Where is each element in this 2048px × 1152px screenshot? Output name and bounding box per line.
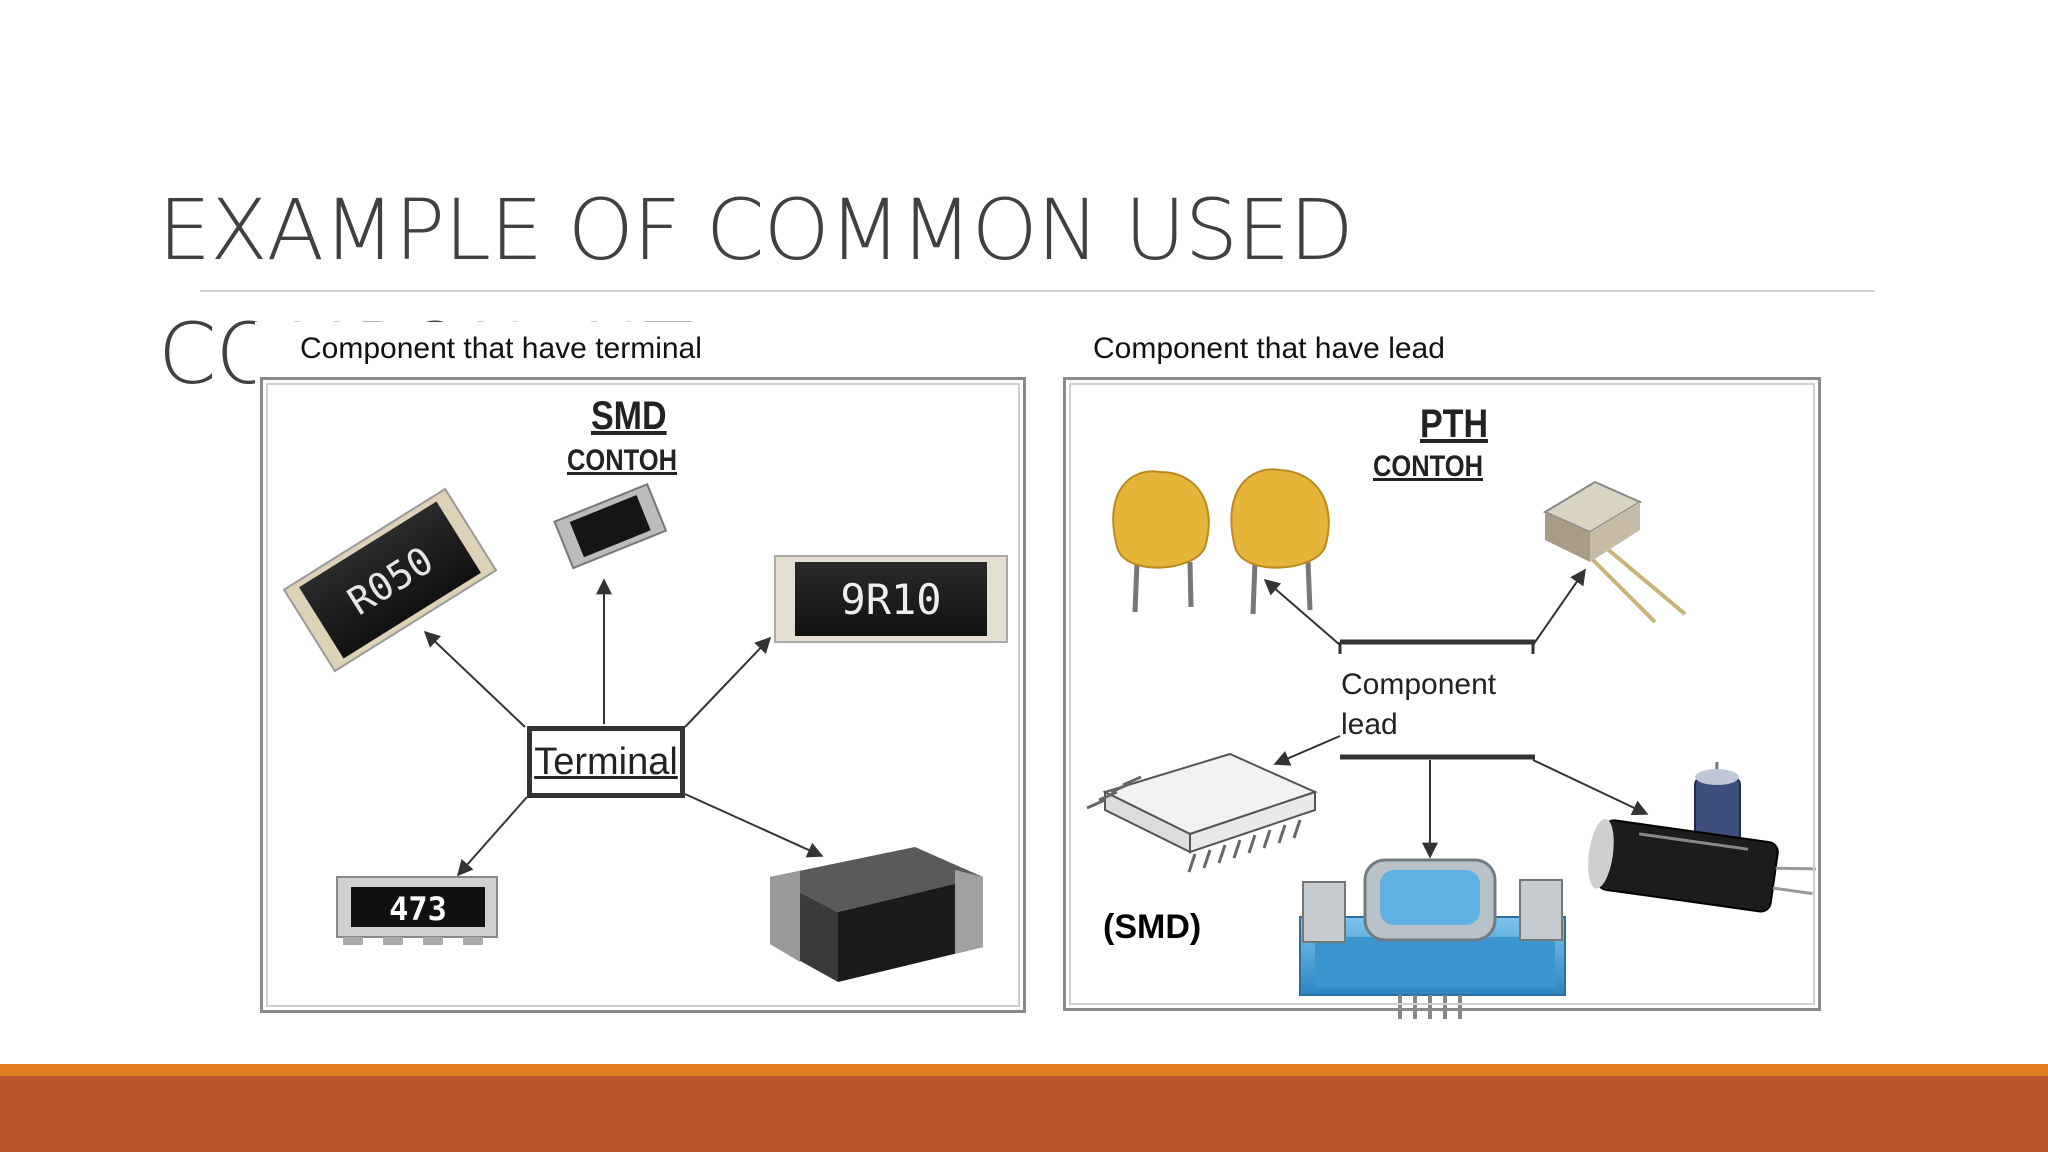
pth-panel (1063, 377, 1821, 1011)
smd-ic-chip (1086, 752, 1318, 873)
ceramic-capacitor-1 (1112, 470, 1210, 613)
terminal-label-box: Terminal (527, 726, 685, 798)
small-smd-chip (553, 482, 668, 570)
footer-accent-bar (0, 1064, 2048, 1076)
smd-note-label: (SMD) (1103, 908, 1202, 946)
title-divider (200, 290, 1875, 292)
9r10-marking: 9R10 (840, 575, 941, 624)
473-resistor-array: 473 (336, 876, 498, 945)
right-panel-caption: Component that have lead (1093, 332, 1445, 365)
component-lead-line2: lead (1341, 708, 1398, 741)
pth-heading: PTH (1420, 402, 1488, 446)
ceramic-capacitor-2 (1230, 468, 1330, 615)
473-marking: 473 (389, 890, 447, 928)
electrolytic-capacitor-small (1694, 761, 1741, 848)
smd-subheading: CONTOH (567, 444, 678, 477)
footer-bar (0, 1076, 2048, 1152)
figure-drawing: R050 9R10 473 (282, 468, 1816, 1019)
smd-heading: SMD (591, 394, 667, 438)
block-smd-component (770, 847, 983, 982)
crystal-oscillator (1542, 480, 1687, 624)
electrolytic-capacitor-large (1588, 819, 1816, 913)
component-lead-line1: Component (1341, 668, 1497, 701)
r050-resistor: R050 (282, 487, 498, 673)
pth-subheading: CONTOH (1373, 450, 1484, 483)
left-panel-caption: Component that have terminal (300, 332, 702, 365)
component-lead-label: Component lead (1341, 665, 1496, 745)
components-figure: Component that have terminal SMD CONTOH … (255, 322, 1825, 1022)
dsub-connector (1299, 858, 1566, 1019)
9r10-resistor: 9R10 (774, 555, 1008, 643)
